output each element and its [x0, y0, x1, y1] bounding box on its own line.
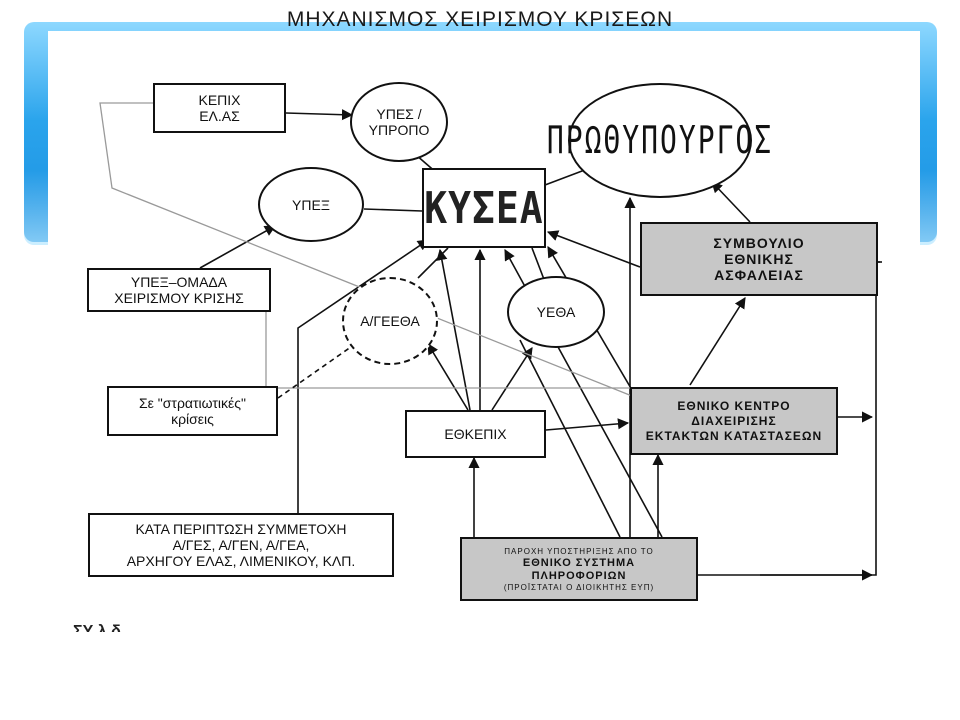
node-ypex-omada: ΥΠΕΞ–ΟΜΑΔΑ ΧΕΙΡΙΣΜΟΥ ΚΡΙΣΗΣ [87, 268, 271, 312]
prothypourgos-label: ΠΡΩΘΥΠΟΥΡΓΟΣ [546, 117, 774, 163]
node-kepix-elas: ΚΕΠΙΧ ΕΛ.ΑΣ [153, 83, 286, 133]
node-ypes-ypropo: ΥΠΕΣ / ΥΠΡΟΠΟ [350, 82, 448, 162]
edge-ypex-kysea [363, 208, 423, 212]
node-yetha: ΥΕΘΑ [507, 276, 605, 348]
edge-symvoulio-kysea [546, 230, 641, 268]
node-prothypourgos: ΠΡΩΘΥΠΟΥΡΓΟΣ [547, 83, 771, 198]
edge-esp-yetha [519, 339, 621, 538]
node-ypex: ΥΠΕΞ [258, 167, 364, 242]
edge-symvoulio-pm [711, 181, 751, 223]
edge-kata-kysea [297, 239, 429, 513]
edge-ethkepix-yetha [491, 347, 533, 411]
source-top-line: ΠΑΡΟΧΗ ΥΠΟΣΤΗΡΙΞΗΣ ΑΠΟ ΤΟ [504, 547, 654, 556]
page-title: ΜΗΧΑΝΙΣΜΟΣ ΧΕΙΡΙΣΜΟΥ ΚΡΙΣΕΩΝ [286, 8, 674, 31]
node-ethniko-kentro-diaxeirisis: ΕΘΝΙΚΟ ΚΕΝΤΡΟ ΔΙΑΧΕΙΡΙΣΗΣ ΕΚΤΑΚΤΩΝ ΚΑΤΑΣ… [630, 387, 838, 455]
edge-ethkepix-ekke [545, 418, 630, 431]
source-main-line: ΕΘΝΙΚΟ ΣΥΣΤΗΜΑ ΠΛΗΡΟΦΟΡΙΩΝ [522, 557, 636, 582]
cut-off-text: ΣΥ λ δ [73, 624, 433, 632]
node-ageetha: Α/ΓΕΕΘΑ [342, 277, 438, 365]
node-ethniko-systima-pliroforion: ΠΑΡΟΧΗ ΥΠΟΣΤΗΡΙΞΗΣ ΑΠΟ ΤΟ ΕΘΝΙΚΟ ΣΥΣΤΗΜΑ… [460, 537, 698, 601]
node-ethkepix: ΕΘΚΕΠΙΧ [405, 410, 546, 458]
node-symvoulio-ethnikis-asfaleias: ΣΥΜΒΟΥΛΙΟ ΕΘΝΙΚΗΣ ΑΣΦΑΛΕΙΑΣ [640, 222, 878, 296]
edge-ekke-symvoulio [689, 297, 746, 386]
source-bottom-line: (ΠΡΟΪΣΤΑΤΑΙ Ο ΔΙΟΙΚΗΤΗΣ ΕΥΠ) [503, 583, 655, 592]
node-kata-periptosi-symmetoxi: ΚΑΤΑ ΠΕΡΙΠΤΩΣΗ ΣΥΜΜΕΤΟΧΗ Α/ΓΕΣ, Α/ΓΕΝ, Α… [88, 513, 394, 577]
edge-ethkepix-ageetha [427, 343, 469, 411]
edge-dashed-strat-ageetha [277, 341, 359, 399]
node-stratiotikes-kriseis: Σε "στρατιωτικές" κρίσεις [107, 386, 278, 436]
node-kysea: ΚΥΣΕΑ [422, 168, 546, 248]
kysea-label: ΚΥΣΕΑ [424, 182, 544, 234]
edge-kepix-ypes [285, 109, 354, 121]
edge-ethkepix-kysea-2 [436, 248, 471, 411]
edge-omada-ypex [199, 225, 276, 269]
edge-kysea-ageetha [417, 247, 449, 279]
